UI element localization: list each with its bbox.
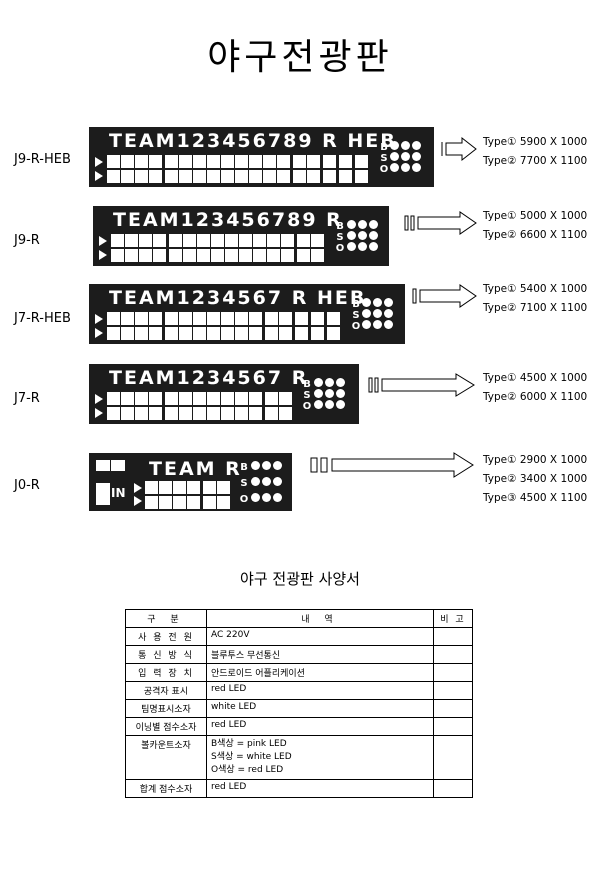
attack-indicator-icon — [99, 250, 107, 260]
arrow-icon — [441, 136, 477, 162]
attack-indicator-icon — [95, 328, 103, 338]
column-header: 구 분 — [125, 609, 207, 628]
arrow-icon — [404, 211, 477, 235]
ball-count-lamps — [347, 220, 378, 251]
model-label-j7-r-heb: J7-R-HEB — [14, 311, 71, 326]
model-label-j9-r-heb: J9-R-HEB — [14, 152, 71, 167]
spec-title: 야구 전광판 사양서 — [240, 570, 360, 588]
model-label-j9-r: J9-R — [14, 233, 40, 248]
column-header: 비 고 — [433, 609, 473, 628]
attack-indicator-icon — [134, 496, 142, 506]
attack-indicator-icon — [95, 314, 103, 324]
arrow-icon — [412, 284, 477, 308]
page-title: 야구전광판 — [207, 37, 393, 78]
board-header: TEAM123456789 R HEB — [109, 130, 397, 152]
attack-indicator-icon — [95, 171, 103, 181]
attack-indicator-icon — [134, 483, 142, 493]
model-label-j0-r: J0-R — [14, 478, 40, 493]
ball-count-lamps — [314, 378, 345, 409]
board-header: TEAM R — [149, 458, 242, 480]
arrow-icon — [368, 373, 475, 397]
ball-count-lamps — [390, 141, 421, 172]
board-header: TEAM1234567 R HEB — [109, 287, 367, 309]
attack-indicator-icon — [95, 394, 103, 404]
board-header: TEAM123456789 R — [113, 209, 343, 231]
arrow-icon — [310, 452, 474, 478]
ball-count-lamps — [362, 298, 393, 329]
inning-label: IN — [111, 486, 126, 500]
attack-indicator-icon — [95, 157, 103, 167]
attack-indicator-icon — [95, 408, 103, 418]
board-header: TEAM1234567 R — [109, 367, 309, 389]
table-header-row: 구 분 내 역 비 고 — [125, 609, 473, 628]
column-header: 내 역 — [206, 609, 434, 628]
attack-indicator-icon — [99, 236, 107, 246]
ball-count-lamps — [251, 461, 282, 502]
model-label-j7-r: J7-R — [14, 391, 40, 406]
